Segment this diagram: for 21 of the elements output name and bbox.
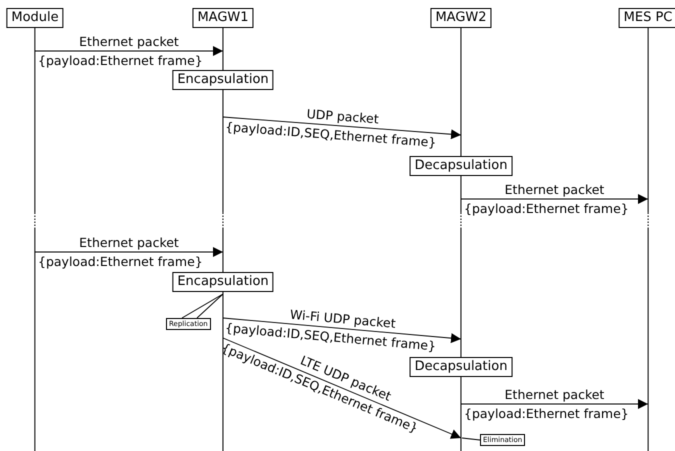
leader-line [182,294,224,318]
message-arrow [222,318,462,344]
edge-label: Ethernet packet {payload:Ethernet frame} [38,235,204,269]
process-box: Decapsulation [410,156,512,176]
participant-box: MES PC [618,8,675,28]
message-arrow [34,46,224,56]
participant-box: Module [6,8,64,28]
process-box: Encapsulation [172,70,274,90]
edge-label: Ethernet packet {payload:Ethernet frame} [464,182,630,216]
process-box: Encapsulation [172,272,274,292]
message-arrow [222,338,462,439]
edge-label: Ethernet packet {payload:Ethernet frame} [464,387,630,421]
participant-box: MAGW2 [430,8,492,28]
leader-line [462,438,480,440]
message-arrow [460,399,648,409]
participant-box: MAGW1 [192,8,254,28]
edge-label: Ethernet packet {payload:Ethernet frame} [38,34,204,68]
process-box: Decapsulation [410,357,512,377]
message-arrow [222,116,462,140]
message-arrow [34,247,224,257]
message-arrow [460,194,648,204]
